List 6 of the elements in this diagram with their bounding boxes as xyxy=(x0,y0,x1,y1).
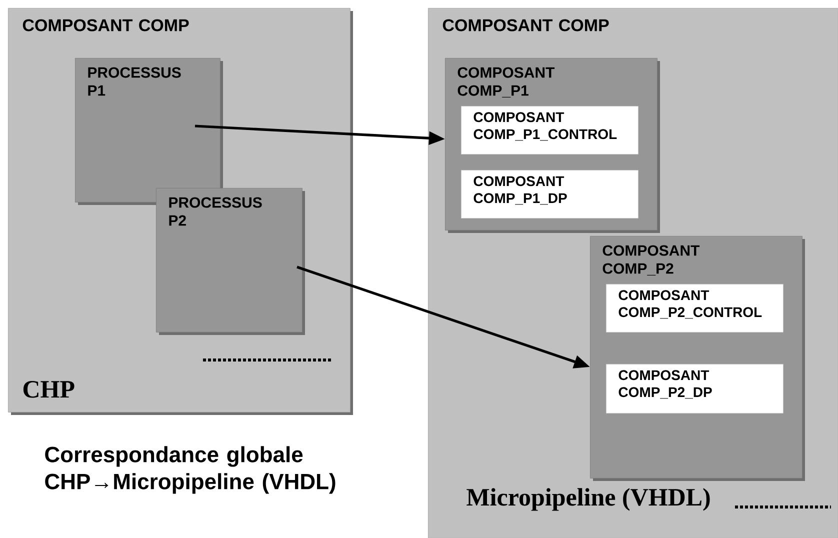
component-box: COMPOSANT COMP_P2_DP xyxy=(606,364,784,414)
component-box: COMPOSANT COMP_P1_CONTROL xyxy=(461,106,638,154)
component-box: COMPOSANT COMP_P1_DP xyxy=(461,170,638,218)
process-box: PROCESSUS P2 xyxy=(156,188,305,335)
caption: Correspondance globale CHP→Micropipeline (VHDL) xyxy=(45,446,336,494)
component-box: COMPOSANT COMP_P2_CONTROL xyxy=(606,284,784,332)
